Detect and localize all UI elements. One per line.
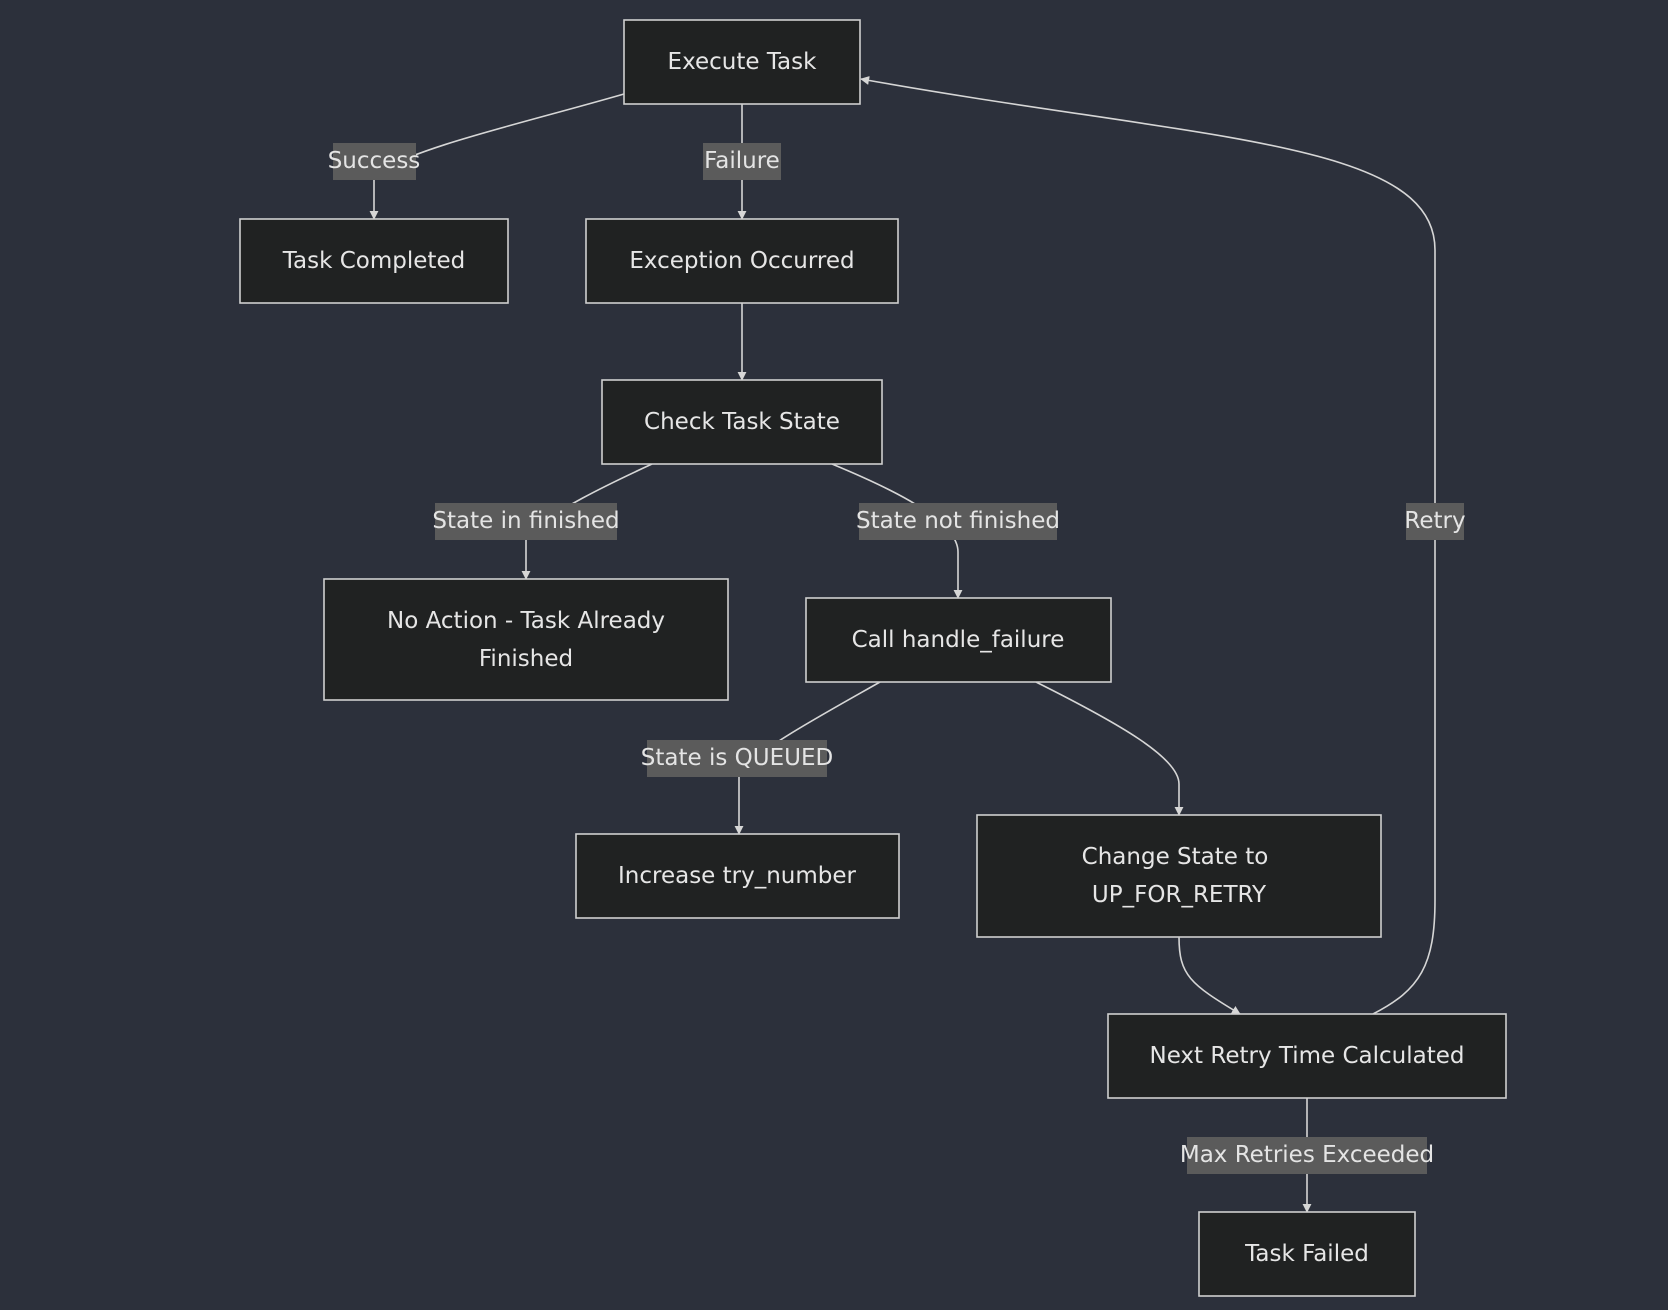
edge-label-state-is-queued: State is QUEUED [641,740,833,777]
edge-label-success: Success [328,143,421,180]
edge-label-state-in-finished: State in finished [432,503,620,540]
edge-label-state-not-finished-text: State not finished [856,508,1060,534]
node-task-failed-label: Task Failed [1244,1241,1369,1267]
node-call-handle-failure: Call handle_failure [805,597,1112,683]
node-change-state-label-line1: Change State to [1082,844,1269,870]
node-task-failed: Task Failed [1198,1211,1416,1297]
node-exception-occurred-label: Exception Occurred [629,248,854,274]
edge-label-max-retries-exceeded: Max Retries Exceeded [1180,1137,1434,1174]
node-check-task-state: Check Task State [601,379,883,465]
node-change-state: Change State to UP_FOR_RETRY [976,814,1382,938]
edge-label-state-is-queued-text: State is QUEUED [641,745,833,771]
node-task-completed: Task Completed [239,218,509,304]
node-task-completed-label: Task Completed [282,248,465,274]
edge-handle-failure-to-change-state [1035,681,1184,816]
node-exception-occurred: Exception Occurred [585,218,899,304]
node-next-retry-time-label: Next Retry Time Calculated [1149,1043,1464,1069]
node-execute-task: Execute Task [623,19,861,105]
edge-change-state-to-next-retry [1178,936,1241,1015]
node-change-state-label-line2: UP_FOR_RETRY [1092,882,1267,908]
node-execute-task-label: Execute Task [668,49,818,75]
edge-label-retry-text: Retry [1404,508,1465,534]
edge-label-retry: Retry [1404,503,1466,540]
node-no-action: No Action - Task Already Finished [323,578,729,701]
node-increase-try-number-label: Increase try_number [618,863,857,889]
edge-label-state-not-finished: State not finished [856,503,1060,540]
edge-label-state-in-finished-text: State in finished [432,508,619,534]
edge-next-retry-to-execute [860,76,1436,1015]
edge-label-failure-text: Failure [704,148,780,174]
node-no-action-label-line2: Finished [479,646,573,672]
edge-label-max-retries-exceeded-text: Max Retries Exceeded [1180,1142,1434,1168]
node-check-task-state-label: Check Task State [644,409,840,435]
node-no-action-label-line1: No Action - Task Already [387,608,665,634]
edge-label-success-text: Success [328,148,421,174]
node-call-handle-failure-label: Call handle_failure [852,627,1065,653]
node-next-retry-time: Next Retry Time Calculated [1107,1013,1507,1099]
node-increase-try-number: Increase try_number [575,833,900,919]
edge-label-failure: Failure [703,143,781,180]
